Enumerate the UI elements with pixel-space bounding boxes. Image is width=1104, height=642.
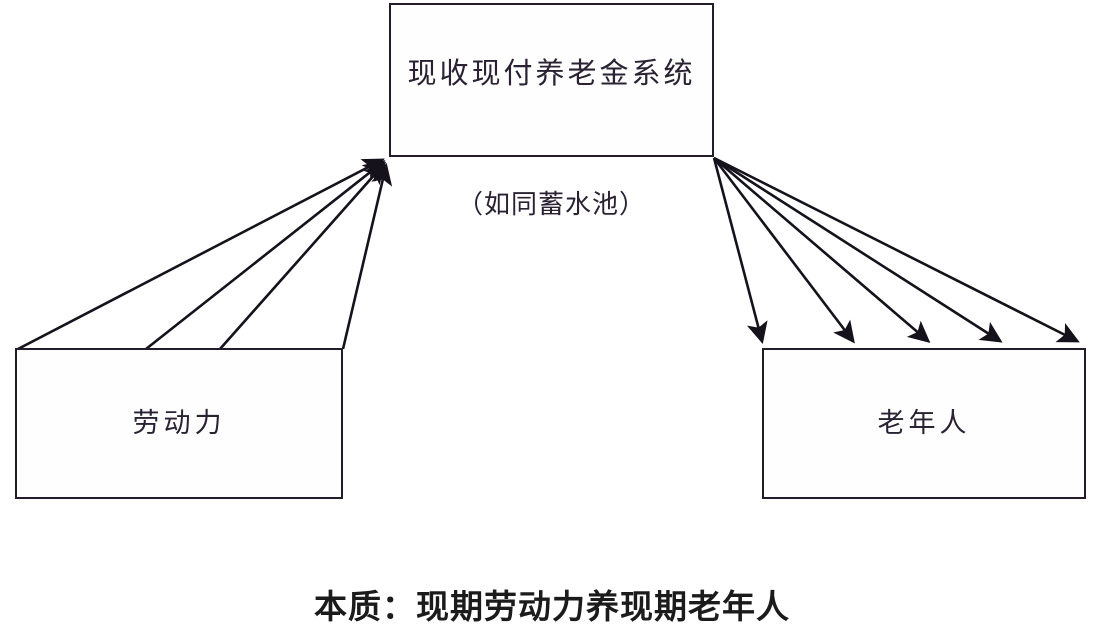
inflow-arrow-3 (219, 161, 387, 350)
node-elderly-label: 老年人 (877, 407, 971, 439)
pension-system-subtitle: （如同蓄水池） (456, 190, 646, 220)
inflow-arrow-2 (145, 160, 386, 351)
inflow-arrow-4 (341, 162, 393, 350)
node-labor-force: 劳动力 (15, 348, 343, 499)
inflow-arrow-1 (17, 158, 385, 351)
diagram-caption: 本质：现期劳动力养现期老年人 (314, 587, 790, 626)
outflow-arrow-5 (713, 156, 1080, 343)
inflow-arrows (17, 158, 393, 351)
node-elderly: 老年人 (762, 348, 1086, 499)
outflow-arrows (712, 156, 1080, 345)
node-labor-force-label: 劳动力 (132, 407, 226, 439)
outflow-arrow-3 (713, 157, 931, 344)
outflow-arrow-4 (713, 156, 1003, 343)
node-pension-system: 现收现付养老金系统 (389, 3, 714, 157)
node-pension-system-label: 现收现付养老金系统 (407, 56, 696, 91)
outflow-arrow-2 (712, 157, 855, 344)
outflow-arrow-1 (712, 157, 768, 345)
